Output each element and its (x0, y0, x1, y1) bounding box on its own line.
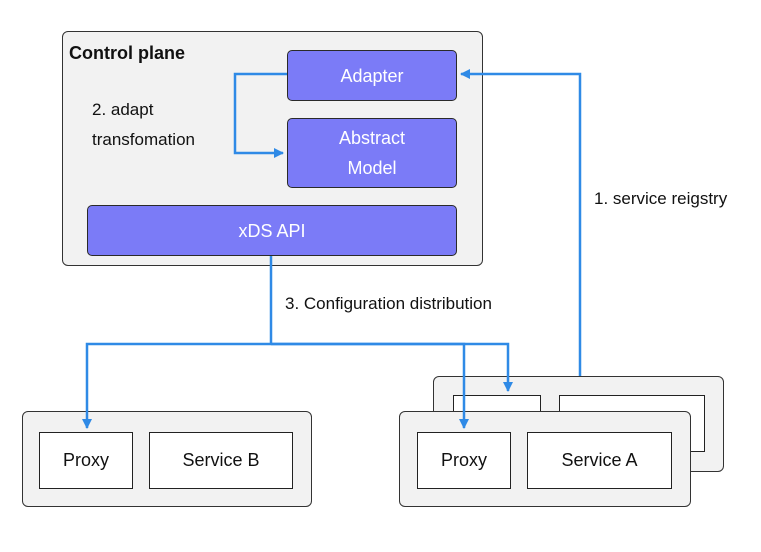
adapt-annotation-line2: transfomation (92, 130, 195, 149)
abstract-model-label-line2: Model (347, 158, 397, 178)
service-a-proxy-label: Proxy (440, 450, 487, 470)
service-b-service-label: Service B (182, 450, 260, 470)
config-distribution-annotation: 3. Configuration distribution (285, 294, 492, 313)
xds-api-box: xDS API (87, 205, 457, 256)
adapter-label: Adapter (340, 65, 404, 86)
control-plane-title: Control plane (69, 43, 185, 63)
abstract-model-label-line1: Abstract (338, 128, 406, 148)
service-a-service-label: Service A (561, 450, 638, 470)
service-b-service-box: Service B (149, 432, 293, 489)
xds-api-label: xDS API (238, 220, 306, 241)
adapter-box: Adapter (287, 50, 457, 101)
service-b-proxy-label: Proxy (62, 450, 109, 470)
service-b-proxy-box: Proxy (39, 432, 133, 489)
config-distribution-to-service-b (82, 342, 271, 429)
config-distribution-to-service-a-back (271, 342, 513, 392)
adapt-annotation-line1: 2. adapt (92, 100, 154, 119)
adapt-transformation-arrow (233, 72, 287, 158)
config-distribution-to-service-a (271, 342, 469, 429)
service-registry-annotation: 1. service reigstry (594, 189, 728, 208)
abstract-model-box: Abstract Model (287, 118, 457, 188)
service-a-service-box: Service A (527, 432, 672, 489)
service-registry-arrow (460, 69, 582, 376)
service-a-proxy-box: Proxy (417, 432, 511, 489)
